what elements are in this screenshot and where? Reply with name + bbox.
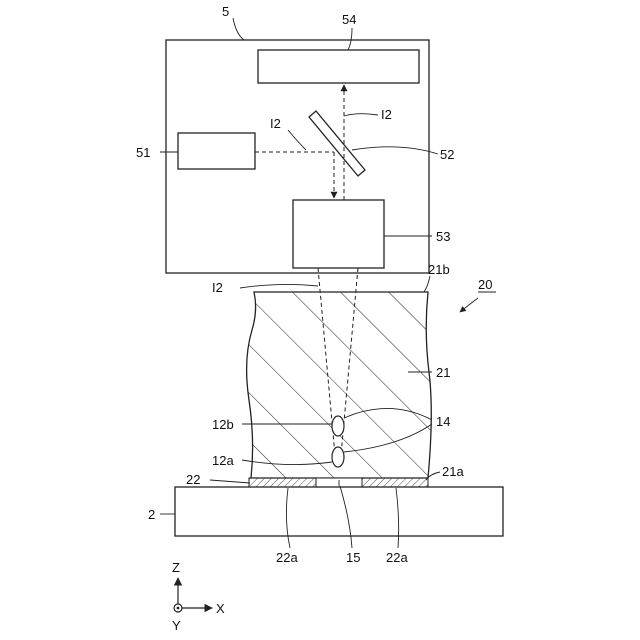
film-22-right [362,478,428,487]
leader-5 [233,18,244,40]
leader-22a-left [286,488,290,548]
label-12b: 12b [212,417,234,432]
film-22-left [249,478,316,487]
label-22a-right: 22a [386,550,408,565]
label-22a-left: 22a [276,550,298,565]
substrate-2 [175,487,503,536]
label-axis-x: X [216,601,225,616]
leader-54 [348,28,352,50]
component-53 [293,200,384,268]
label-l2-top: I2 [381,107,392,122]
leader-15 [340,486,352,548]
modified-spot-12b [332,416,344,436]
axis-y-dot [177,607,180,610]
leader-52 [352,147,438,154]
leader-22 [210,480,250,483]
label-20: 20 [478,277,492,292]
unit-5-housing [166,40,429,273]
ref-20-arrow [460,298,478,312]
label-21: 21 [436,365,450,380]
label-14: 14 [436,414,450,429]
label-21b: 21b [428,262,450,277]
label-l2-mid: I2 [270,116,281,131]
label-l2-left: I2 [212,280,223,295]
leader-21b [424,276,430,292]
label-54: 54 [342,12,356,27]
mirror-52 [309,111,365,176]
label-5: 5 [222,4,229,19]
label-12a: 12a [212,453,234,468]
label-53: 53 [436,229,450,244]
label-axis-y: Y [172,618,181,633]
leader-l2-left [240,284,318,288]
leader-l2-top [344,114,378,116]
component-51 [178,133,255,169]
label-52: 52 [440,147,454,162]
label-2: 2 [148,507,155,522]
label-22: 22 [186,472,200,487]
modified-spot-12a [332,447,344,467]
label-axis-z: Z [172,560,180,575]
label-15: 15 [346,550,360,565]
label-51: 51 [136,145,150,160]
label-21a: 21a [442,464,464,479]
leader-l2-mid [288,130,306,150]
leader-22a-right [396,488,399,548]
component-54 [258,50,419,83]
